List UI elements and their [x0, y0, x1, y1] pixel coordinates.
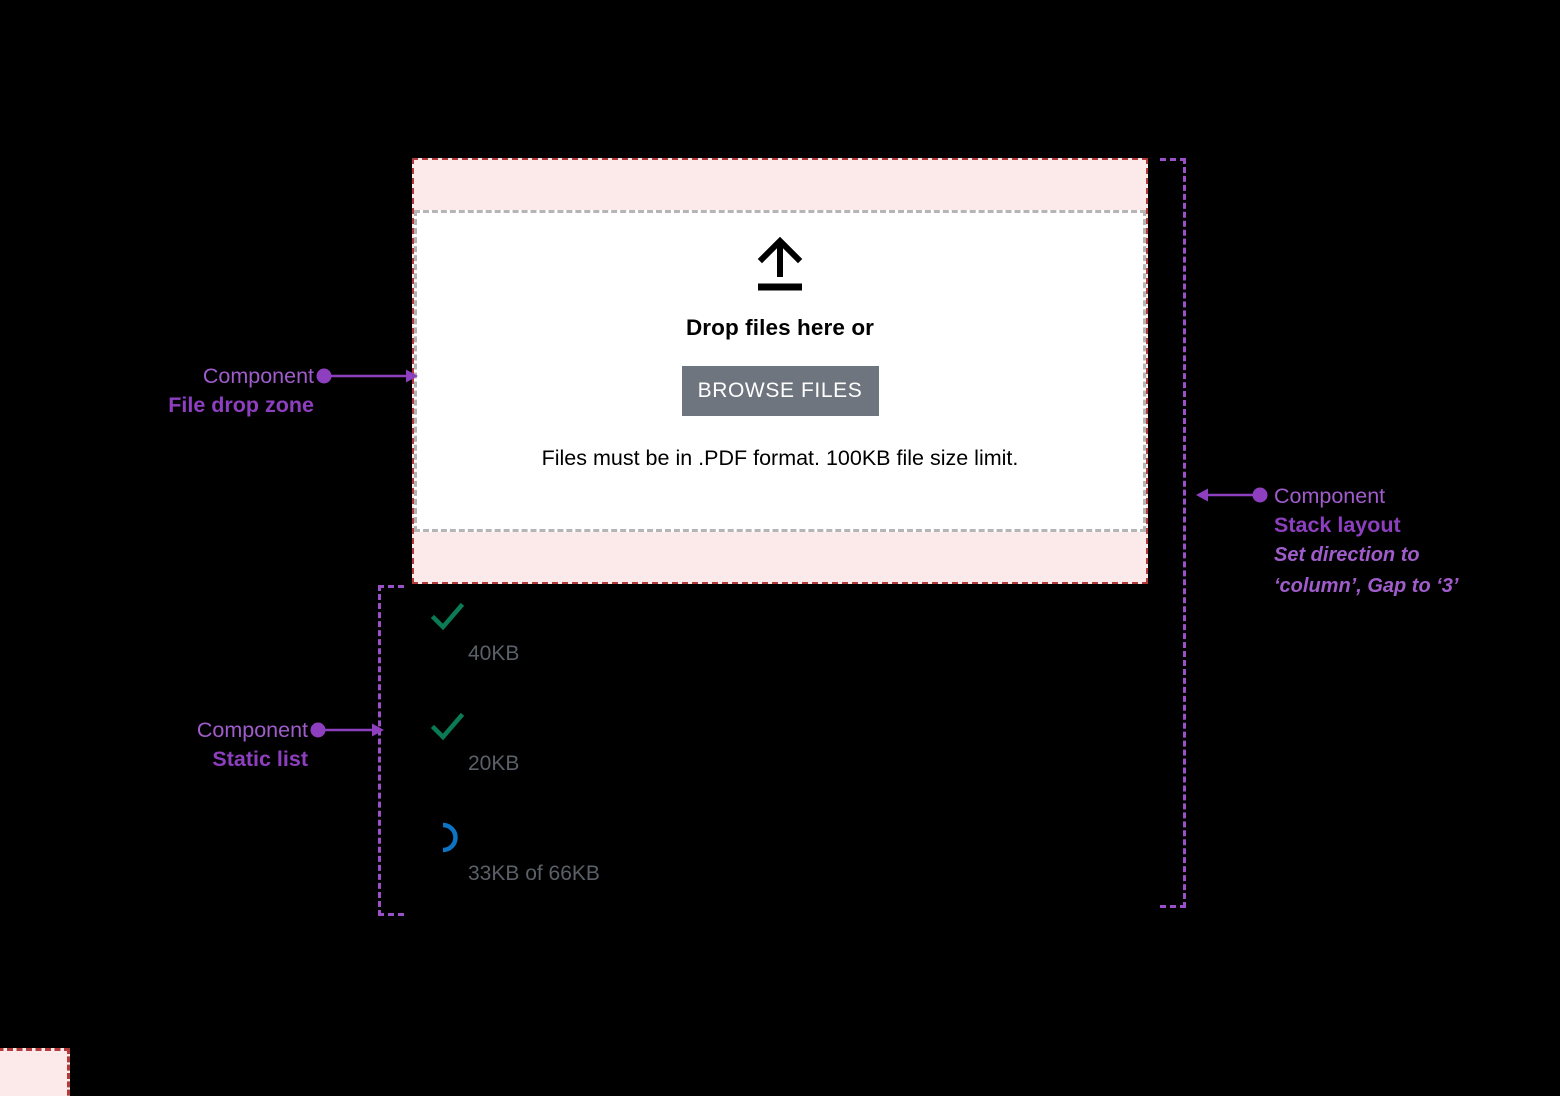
callout-name-label: Stack layout: [1274, 513, 1401, 538]
spinner-icon: [442, 822, 458, 853]
list-item[interactable]: 20KB: [412, 706, 1172, 816]
padding-legend-swatch: [0, 1048, 70, 1096]
callout-kind-label: Component: [196, 718, 308, 742]
callout-file-drop-zone: Component File drop zone: [46, 362, 314, 420]
check-icon: [430, 712, 464, 741]
static-file-list: 40KB 20KB 33KB of 66KB: [412, 596, 1172, 926]
drop-zone-title: Drop files here or: [685, 315, 875, 340]
callout-kind-label: Component: [1274, 484, 1386, 508]
callout-stack-layout: Component Stack layout Set direction to …: [1274, 482, 1544, 602]
callout-note-line-2: ‘column’, Gap to ‘3’: [1274, 575, 1459, 598]
upload-arrow-icon: [757, 237, 803, 291]
drop-zone-hint-text: Files must be in .PDF format. 100KB file…: [541, 446, 1019, 470]
file-drop-zone[interactable]: Drop files here or BROWSE FILES Files mu…: [414, 210, 1146, 532]
file-size: 20KB: [468, 752, 520, 775]
file-size: 33KB of 66KB: [468, 862, 600, 885]
callout-connector-file-drop-zone: [316, 368, 418, 384]
callout-kind-label: Component: [202, 364, 314, 388]
callout-static-list: Component Static list: [46, 716, 308, 774]
callout-name-label: Static list: [212, 747, 308, 772]
stack-layout-bracket: [1160, 158, 1186, 908]
callout-connector-static-list: [310, 722, 384, 738]
callout-name-label: File drop zone: [168, 393, 314, 418]
static-list-bracket: [378, 585, 404, 916]
stack-layout-container: Drop files here or BROWSE FILES Files mu…: [412, 158, 1148, 584]
callout-connector-stack-layout: [1196, 487, 1268, 503]
file-size: 40KB: [468, 642, 520, 665]
padding-band-top: [414, 160, 1146, 210]
check-icon: [430, 602, 464, 631]
padding-band-bottom: [414, 532, 1146, 582]
list-item[interactable]: 33KB of 66KB: [412, 816, 1172, 926]
list-item[interactable]: 40KB: [412, 596, 1172, 706]
browse-files-button[interactable]: BROWSE FILES: [681, 366, 879, 416]
callout-note-line-1: Set direction to: [1274, 544, 1420, 567]
